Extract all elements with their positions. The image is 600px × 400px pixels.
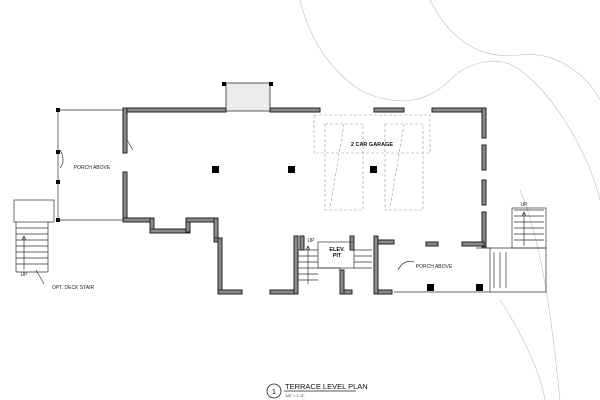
deck-stair-right — [476, 207, 547, 293]
deck-stair-left — [13, 199, 55, 285]
garage-label: 2 CAR GARAGE — [351, 142, 394, 148]
drawing-number-circle — [266, 383, 282, 399]
up-label-right: UP — [521, 202, 529, 208]
deck-stair-label: OPT. DECK STAIR — [52, 285, 95, 291]
drawing-number: 1 — [272, 387, 276, 396]
up-label-center: UP — [308, 238, 316, 244]
interior-columns — [212, 166, 483, 291]
site-contours — [299, 0, 600, 400]
drawing-scale: 1/8" = 1'-0" — [285, 393, 305, 398]
up-label-left: UP — [21, 272, 29, 278]
right-porch — [394, 260, 486, 293]
entry-bumpout — [222, 82, 273, 112]
porch-left-label: PORCH ABOVE — [74, 165, 111, 171]
garage-bays — [313, 114, 431, 211]
porch-right-label: PORCH ABOVE — [416, 264, 453, 270]
drawing-title-text: TERRACE LEVEL PLAN — [285, 382, 368, 391]
elevator-pit-label-2: PIT — [333, 253, 342, 259]
drawing-title: 1 TERRACE LEVEL PLAN 1/8" = 1'-0" — [266, 382, 368, 399]
center-stair — [298, 241, 372, 290]
elevator-pit-label: ELEV. — [329, 247, 345, 253]
left-porch — [56, 108, 134, 222]
exterior-walls — [122, 107, 487, 295]
